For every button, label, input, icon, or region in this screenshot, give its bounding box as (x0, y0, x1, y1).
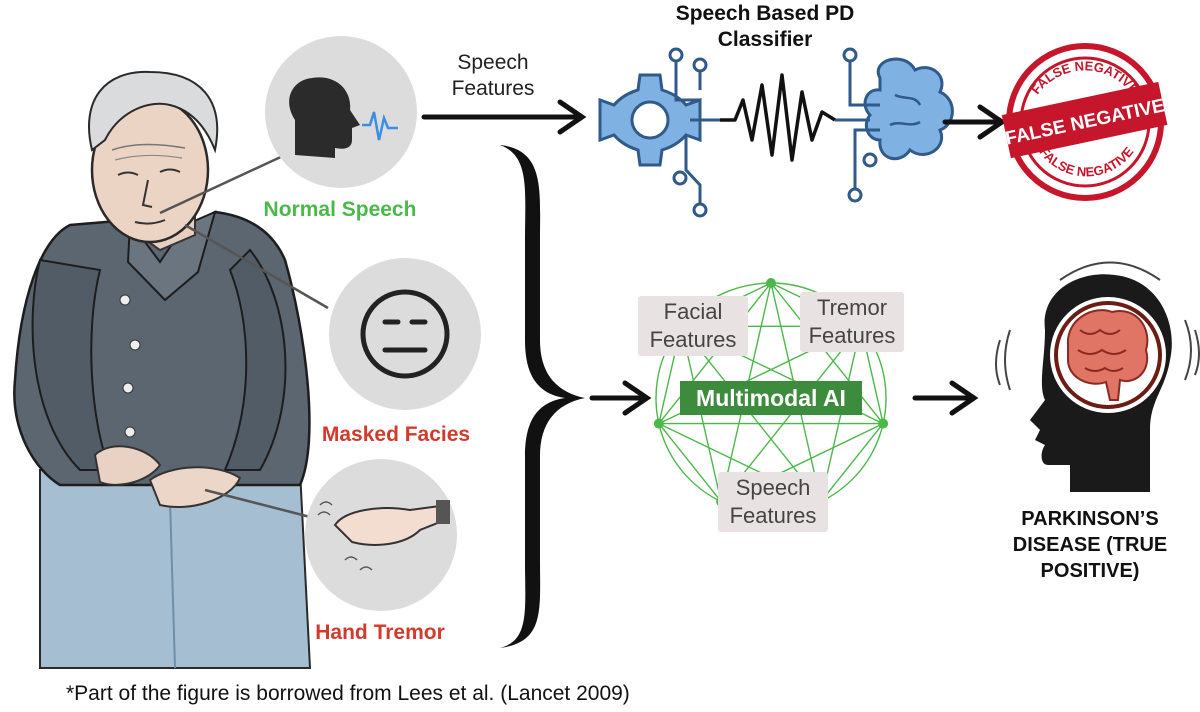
waveform (720, 73, 836, 162)
speaking-head-icon (289, 77, 398, 158)
network-node (878, 418, 889, 429)
connector-lines (159, 153, 329, 522)
false-negative-stamp: FALSE NEGATIVE FALSE NEGATIVE FALSE NEGA… (1001, 43, 1168, 201)
network-edge (658, 423, 722, 503)
footnote: *Part of the figure is borrowed from Lee… (66, 682, 630, 705)
normal-speech-label: Normal Speech (263, 198, 417, 221)
arrow-to-network (589, 380, 652, 416)
arrow-to-pd (912, 380, 979, 416)
arrow-to-classifier (421, 99, 587, 135)
hand-tremor-label: Hand Tremor (315, 621, 445, 644)
speech-features-label: Speech Features (451, 51, 535, 100)
parkinsons-label: PARKINSON’S DISEASE (TRUE POSITIVE) (1012, 508, 1168, 582)
neutral-face-icon (360, 289, 450, 379)
network-edge (770, 282, 884, 425)
patient-illustration (13, 70, 312, 669)
network-node (653, 418, 664, 429)
curly-brace (500, 145, 585, 648)
circuit-traces-left (668, 47, 720, 218)
classifier-title: Speech Based PD Classifier (675, 2, 855, 51)
trembling-hand-icon (317, 500, 450, 571)
tremor-features-box: Tremor Features (800, 292, 904, 352)
masked-facies-circle (329, 258, 481, 410)
masked-facies-label: Masked Facies (321, 423, 471, 446)
arrow-to-false-negative (942, 104, 1007, 140)
facial-features-box: Facial Features (638, 296, 748, 356)
speech-features-box: Speech Features (718, 472, 828, 532)
circuit-traces-right (835, 47, 880, 203)
network-edge (820, 423, 884, 503)
network-node (766, 278, 776, 288)
brain-icon (863, 57, 954, 161)
multimodal-ai-box: Multimodal AI (680, 381, 862, 415)
head-brain-icon (995, 261, 1200, 492)
